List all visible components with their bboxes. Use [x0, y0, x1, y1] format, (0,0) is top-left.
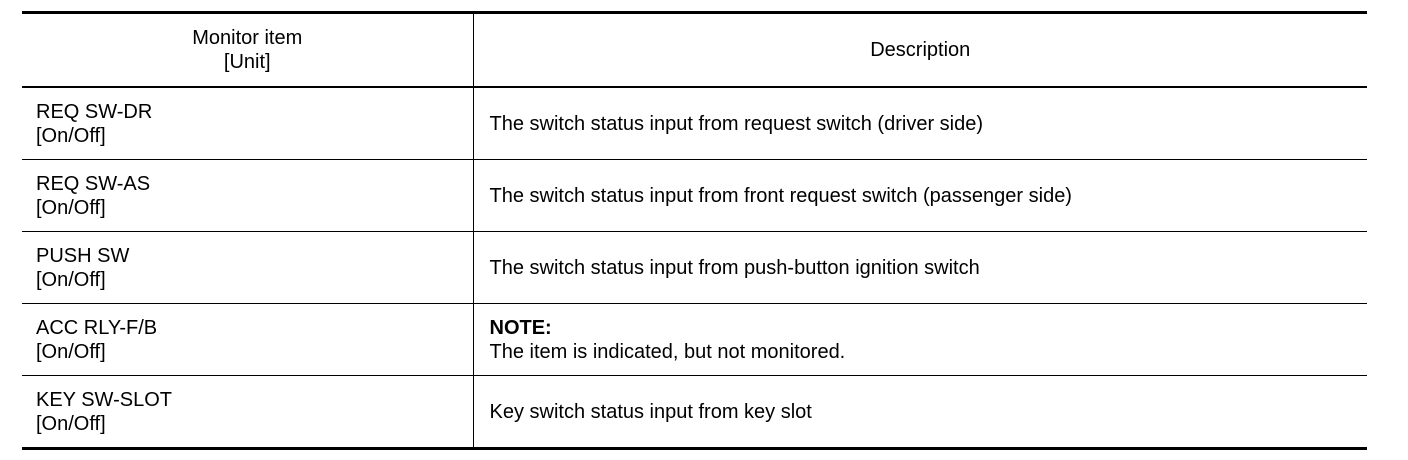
- header-description: Description: [473, 12, 1367, 88]
- item-name: KEY SW-SLOT: [36, 388, 172, 411]
- table-row: REQ SW-AS [On/Off] The switch status inp…: [22, 159, 1367, 232]
- item-name: PUSH SW: [36, 244, 130, 267]
- item-name: ACC RLY-F/B: [36, 316, 158, 339]
- description-cell: Key switch status input from key slot: [473, 376, 1367, 449]
- table-row: REQ SW-DR [On/Off] The switch status inp…: [22, 87, 1367, 160]
- item-unit: [On/Off]: [36, 124, 106, 147]
- header-unit-label: [Unit]: [223, 51, 271, 73]
- monitor-item-table-container: Monitor item [Unit] Description REQ SW-D…: [22, 11, 1367, 450]
- item-description: The switch status input from push-button…: [489, 256, 980, 279]
- item-unit: [On/Off]: [36, 340, 106, 363]
- description-cell: The switch status input from push-button…: [473, 231, 1367, 304]
- item-name: REQ SW-DR: [36, 100, 153, 123]
- header-description-label: Description: [870, 39, 971, 61]
- table-row: PUSH SW [On/Off] The switch status input…: [22, 231, 1367, 304]
- monitor-item-cell: REQ SW-DR [On/Off]: [22, 87, 474, 160]
- item-description: The switch status input from front reque…: [489, 184, 1072, 207]
- description-cell: NOTE: The item is indicated, but not mon…: [473, 303, 1367, 376]
- item-description: Key switch status input from key slot: [489, 400, 812, 423]
- item-name: REQ SW-AS: [36, 172, 151, 195]
- item-description: The switch status input from request swi…: [489, 112, 984, 135]
- table-row: ACC RLY-F/B [On/Off] NOTE: The item is i…: [22, 303, 1367, 376]
- table-row: KEY SW-SLOT [On/Off] Key switch status i…: [22, 375, 1367, 449]
- monitor-item-cell: KEY SW-SLOT [On/Off]: [22, 375, 474, 449]
- description-cell: The switch status input from front reque…: [473, 159, 1367, 232]
- description-cell: The switch status input from request swi…: [473, 87, 1367, 160]
- item-unit: [On/Off]: [36, 412, 106, 435]
- monitor-item-table: Monitor item [Unit] Description REQ SW-D…: [22, 11, 1367, 450]
- monitor-item-cell: ACC RLY-F/B [On/Off]: [22, 303, 474, 376]
- note-label: NOTE:: [489, 316, 552, 339]
- header-monitor-item: Monitor item [Unit]: [22, 12, 474, 88]
- monitor-item-cell: REQ SW-AS [On/Off]: [22, 159, 474, 232]
- table-header-row: Monitor item [Unit] Description: [22, 12, 1367, 88]
- item-description: The item is indicated, but not monitored…: [489, 340, 846, 363]
- item-unit: [On/Off]: [36, 196, 106, 219]
- monitor-item-cell: PUSH SW [On/Off]: [22, 231, 474, 304]
- header-monitor-item-label: Monitor item: [192, 27, 303, 49]
- item-unit: [On/Off]: [36, 268, 106, 291]
